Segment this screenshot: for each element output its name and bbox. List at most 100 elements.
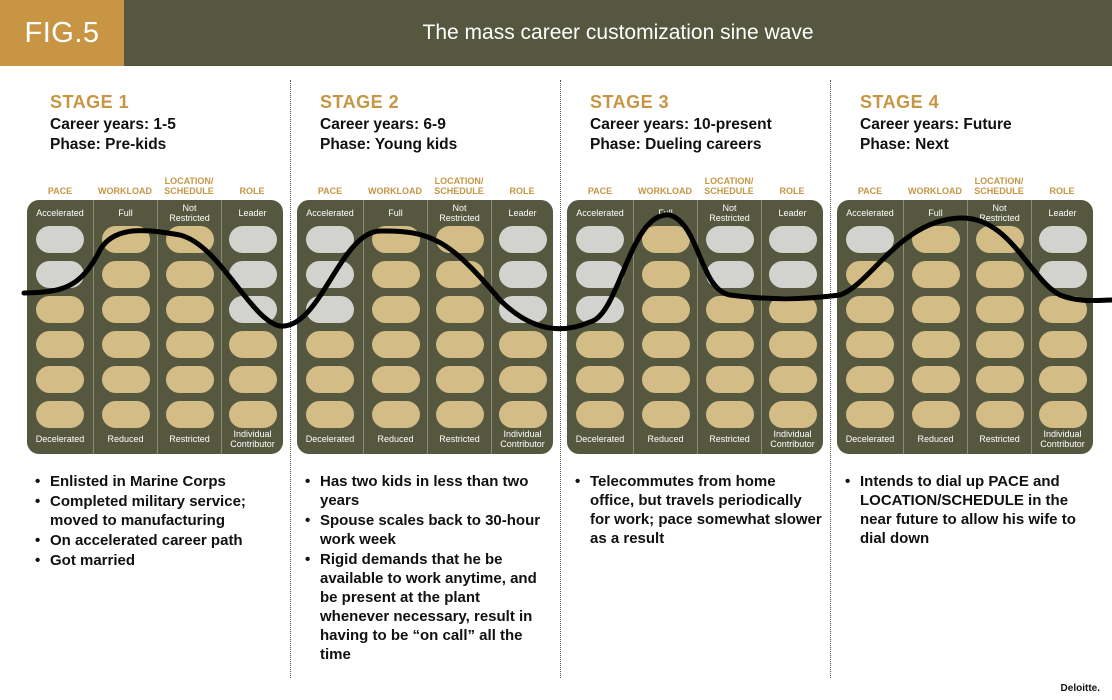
- dial-level-inactive: [499, 261, 547, 288]
- dial-level-inactive: [306, 261, 354, 288]
- dial-level-active: [499, 331, 547, 358]
- stage-notes: Enlisted in Marine CorpsCompleted milita…: [33, 472, 283, 571]
- dial-level-active: [576, 401, 624, 428]
- stage-phase: Phase: Dueling careers: [590, 136, 762, 153]
- dial-level-inactive: [576, 296, 624, 323]
- stage-note-item: Intends to dial up PACE and LOCATION/SCH…: [843, 472, 1083, 548]
- stage-note-item: Has two kids in less than two years: [303, 472, 553, 510]
- dial-level-active: [642, 226, 690, 253]
- dial-level-active: [306, 331, 354, 358]
- dial-level-active: [36, 331, 84, 358]
- dial-bottom-label: Restricted: [439, 434, 480, 444]
- dial-level-active: [102, 261, 150, 288]
- dial-level-active: [642, 366, 690, 393]
- column-headers: PACE WORKLOAD LOCATION/ SCHEDULE ROLE: [297, 172, 553, 196]
- dial-bottom-label: Decelerated: [35, 434, 85, 444]
- deloitte-logo: Deloitte.: [1060, 683, 1100, 694]
- dial-top-label: Accelerated: [36, 208, 84, 218]
- stage-note-item: Spouse scales back to 30-hour work week: [303, 511, 553, 549]
- dial-bottom-label: Restricted: [979, 434, 1020, 444]
- dial-level-active: [102, 401, 150, 428]
- stage-phase: Phase: Pre-kids: [50, 136, 167, 153]
- dial-bottom-label: Restricted: [169, 434, 210, 444]
- dial-level-inactive: [499, 296, 547, 323]
- column-header-pace: PACE: [317, 186, 343, 196]
- dial-bottom-label: Decelerated: [575, 434, 625, 444]
- column-header-role: ROLE: [239, 186, 265, 196]
- stage-career-years: Career years: 10-present: [590, 116, 772, 133]
- dial-level-active: [912, 366, 960, 393]
- dial-level-inactive: [576, 261, 624, 288]
- dial-level-active: [102, 331, 150, 358]
- dial-level-inactive: [706, 226, 754, 253]
- dial-level-active: [229, 401, 277, 428]
- dial-level-active: [912, 226, 960, 253]
- dial-bottom-label: Individual Contributor: [770, 429, 815, 449]
- dial-level-active: [372, 296, 420, 323]
- dial-top-label: Leader: [508, 208, 537, 218]
- dial-level-active: [36, 401, 84, 428]
- dial-level-active: [706, 366, 754, 393]
- column-header-role: ROLE: [509, 186, 535, 196]
- dial-level-inactive: [769, 261, 817, 288]
- dial-top-label: Accelerated: [576, 208, 624, 218]
- dial-bottom-label: Reduced: [107, 434, 144, 444]
- dial-level-active: [846, 296, 894, 323]
- dial-level-active: [166, 366, 214, 393]
- dial-level-active: [706, 296, 754, 323]
- dial-level-inactive: [36, 226, 84, 253]
- dial-level-active: [372, 261, 420, 288]
- stage-note-item: Telecommutes from home office, but trave…: [573, 472, 823, 548]
- dial-level-active: [436, 226, 484, 253]
- dial-level-inactive: [769, 226, 817, 253]
- dial-level-active: [436, 401, 484, 428]
- dial-level-active: [372, 401, 420, 428]
- stage-divider: [560, 80, 561, 678]
- column-header-role: ROLE: [779, 186, 805, 196]
- column-header-workload: WORKLOAD: [98, 186, 152, 196]
- column-header-location: LOCATION/ SCHEDULE: [434, 176, 484, 196]
- dial-level-active: [306, 401, 354, 428]
- dial-level-active: [846, 401, 894, 428]
- dial-level-inactive: [499, 226, 547, 253]
- dial-bottom-label: Individual Contributor: [1040, 429, 1085, 449]
- stage-notes: Intends to dial up PACE and LOCATION/SCH…: [843, 472, 1083, 549]
- dial-top-label: Full: [118, 208, 133, 218]
- dial-bottom-label: Individual Contributor: [500, 429, 545, 449]
- dial-level-active: [769, 331, 817, 358]
- stage-divider: [290, 80, 291, 678]
- column-header-workload: WORKLOAD: [368, 186, 422, 196]
- dial-level-inactive: [306, 226, 354, 253]
- dial-top-label: Not Restricted: [709, 203, 750, 223]
- column-header-role: ROLE: [1049, 186, 1075, 196]
- dial-level-active: [912, 401, 960, 428]
- dial-level-active: [769, 401, 817, 428]
- dial-level-active: [912, 331, 960, 358]
- dial-level-inactive: [1039, 261, 1087, 288]
- dial-level-active: [846, 261, 894, 288]
- dial-level-active: [102, 366, 150, 393]
- dial-level-active: [769, 366, 817, 393]
- dial-top-label: Leader: [238, 208, 267, 218]
- dial-bottom-label: Reduced: [917, 434, 954, 444]
- dial-level-active: [36, 366, 84, 393]
- dial-level-active: [642, 401, 690, 428]
- stage-note-item: Completed military service; moved to man…: [33, 492, 283, 530]
- stage-note-item: On accelerated career path: [33, 531, 283, 550]
- stage-title: STAGE 4: [860, 92, 940, 112]
- dial-top-label: Leader: [778, 208, 807, 218]
